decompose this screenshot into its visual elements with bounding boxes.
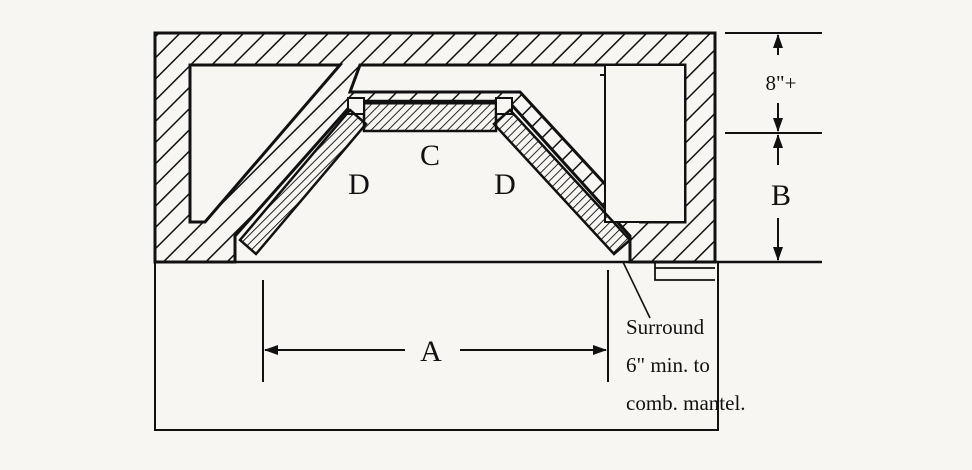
smoke-chamber-right [604,64,686,223]
room-outline [154,262,719,431]
surround-leader-line [622,261,651,319]
label-d-right: D [494,168,516,201]
firebrick-back-panel [362,99,498,133]
label-a: A [420,335,442,368]
firebrick-side-panel-right [492,108,632,256]
note-surround-line1: Surround [626,315,705,339]
label-c: C [420,139,440,172]
label-top-dimension: 8"+ [766,71,797,95]
note-surround-line3: comb. mantel. [626,391,746,415]
label-b: B [771,179,791,212]
note-surround-line2: 6" min. to [626,353,710,377]
label-d-left: D [348,168,370,201]
surround-trim [654,262,715,281]
firebrick-side-panel-left [238,108,368,256]
